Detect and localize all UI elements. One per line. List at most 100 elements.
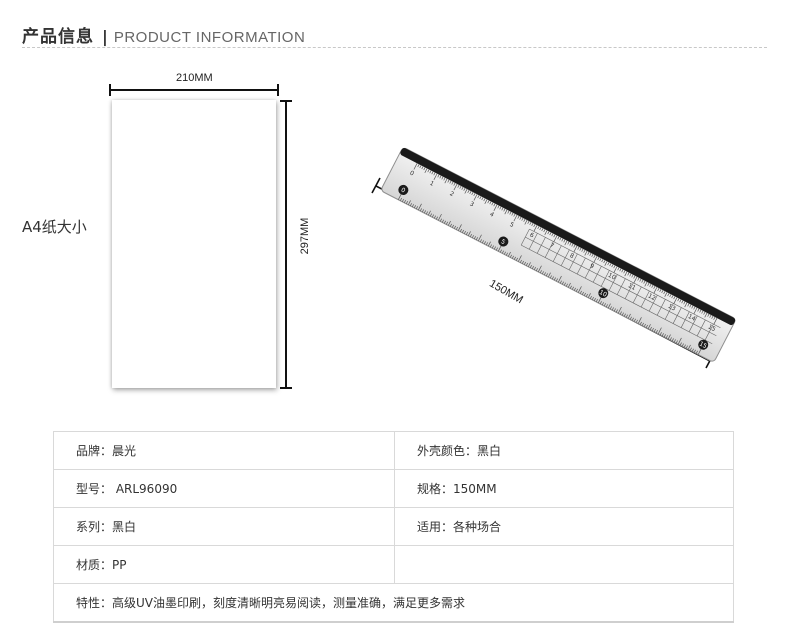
spec-model: 型号： ARL96090 xyxy=(53,469,395,508)
a4-paper-illustration xyxy=(112,100,276,388)
ruler-tick-bottom xyxy=(489,244,492,248)
ruler-tick-top xyxy=(689,304,692,308)
ruler-tick-top xyxy=(571,243,574,247)
ruler-tick-bottom xyxy=(481,240,484,244)
ruler-tick-top xyxy=(479,196,482,200)
ruler-tick-bottom xyxy=(451,224,454,228)
ruler-tick-top xyxy=(573,245,578,253)
ruler-tick-top xyxy=(429,170,432,174)
ruler-tick-bottom xyxy=(445,221,448,225)
ruler-black-edge xyxy=(400,148,736,326)
ruler-tick-top xyxy=(597,257,600,261)
ruler-tick-bottom xyxy=(657,327,662,335)
ruler-tick-bottom xyxy=(447,220,451,226)
ruler-tick-top xyxy=(584,250,588,256)
ruler-tick-top xyxy=(619,268,622,272)
ruler-tick-bottom xyxy=(561,281,564,285)
ruler-tick-bottom xyxy=(399,197,402,201)
ruler-tick-top xyxy=(679,299,682,303)
ruler-tick-bottom xyxy=(527,262,531,267)
ruler-tick-top xyxy=(581,248,584,252)
ruler-tick-top xyxy=(639,278,642,282)
ruler-tick-bottom xyxy=(555,278,558,282)
ruler-tick-top xyxy=(653,285,656,289)
ruler-tick-top xyxy=(489,201,492,205)
ruler-tick-bottom xyxy=(597,296,602,304)
svg-text:15: 15 xyxy=(698,340,708,350)
ruler-grid-line xyxy=(525,236,717,337)
ruler-tick-bottom xyxy=(423,210,426,214)
ruler-tick-bottom xyxy=(467,231,471,236)
ruler-tick-top xyxy=(484,199,488,205)
ruler-tick-bottom xyxy=(587,293,591,298)
ruler-tick-top xyxy=(551,233,554,237)
ruler-tick-top xyxy=(659,289,662,293)
ruler-grid-line xyxy=(529,228,721,329)
ruler-tick-top xyxy=(671,295,674,299)
ruler-tick-bottom xyxy=(617,306,622,314)
ruler-tick-top xyxy=(673,296,676,300)
ruler-tick-bottom xyxy=(623,313,626,317)
spec-row: 型号： ARL96090 规格：150MM xyxy=(53,469,734,508)
ruler-tick-top xyxy=(661,290,664,294)
paper-width-dimension-line xyxy=(110,89,278,91)
ruler-tick-bottom xyxy=(675,340,678,344)
ruler-number: 3 xyxy=(469,200,476,208)
ruler-grid xyxy=(520,228,721,344)
ruler-tick-bottom xyxy=(459,228,462,232)
ruler-tick-bottom xyxy=(615,309,618,313)
ruler-tick-top xyxy=(711,315,714,319)
spec-row: 品牌：晨光 外壳颜色：黑白 xyxy=(53,431,734,470)
ruler-tick-bottom xyxy=(629,316,632,320)
ruler-tick-bottom xyxy=(441,219,444,223)
paper-height-tick-bottom xyxy=(280,387,292,389)
ruler-tick-top xyxy=(567,241,570,245)
ruler-tick-top xyxy=(604,261,608,266)
ruler-number: 10 xyxy=(607,272,617,282)
ruler-tick-top xyxy=(629,273,632,277)
ruler-tick-top xyxy=(501,207,504,211)
ruler-tick-bottom xyxy=(479,239,482,243)
ruler-tick-bottom xyxy=(509,254,512,258)
ruler-tick-bottom xyxy=(487,241,491,247)
ruler-tick-bottom xyxy=(643,323,646,327)
ruler-tick-bottom xyxy=(439,218,442,222)
ruler-tick-top xyxy=(433,172,436,176)
ruler-tick-bottom xyxy=(397,193,402,200)
ruler-tick-bottom xyxy=(499,249,502,253)
ruler-tick-bottom xyxy=(631,317,634,321)
svg-text:10: 10 xyxy=(598,289,608,299)
ruler-tick-top xyxy=(513,214,518,222)
ruler-tick-bottom xyxy=(681,343,684,347)
ruler-tick-bottom xyxy=(575,288,578,292)
ruler-tick-bottom xyxy=(695,350,698,354)
ruler-tick-top xyxy=(613,265,616,269)
ruler-tick-top xyxy=(413,163,418,170)
ruler-tick-top xyxy=(453,183,458,191)
ruler-tick-bottom xyxy=(403,199,406,203)
ruler-number: 12 xyxy=(647,292,657,302)
ruler-tick-top xyxy=(504,209,508,215)
ruler-tick-bottom xyxy=(483,241,486,245)
ruler-tick-bottom xyxy=(471,235,474,239)
ruler-tick-bottom xyxy=(569,285,572,289)
product-spec-table: 品牌：晨光 外壳颜色：黑白 型号： ARL96090 规格：150MM 系列：黑… xyxy=(53,431,734,623)
ruler-tick-top xyxy=(461,186,464,190)
ruler-tick-bottom xyxy=(625,314,628,318)
ruler-tick-top xyxy=(579,247,582,251)
ruler-circled-marker: 10 xyxy=(598,288,609,299)
ruler-tick-top xyxy=(473,194,478,201)
ruler-tick-bottom xyxy=(437,213,442,221)
ruler-tick-top xyxy=(533,224,536,227)
ruler-tick-top xyxy=(519,216,522,220)
ruler-tick-bottom xyxy=(639,321,642,325)
ruler-tick-bottom xyxy=(557,275,562,283)
ruler-tick-top xyxy=(473,193,476,197)
ruler-tick-bottom xyxy=(513,256,516,260)
ruler-tick-bottom xyxy=(525,262,528,266)
ruler-tick-bottom xyxy=(677,337,682,345)
ruler-tick-bottom xyxy=(431,214,434,218)
ruler-tick-bottom xyxy=(457,224,462,231)
ruler-tick-top xyxy=(477,195,480,199)
